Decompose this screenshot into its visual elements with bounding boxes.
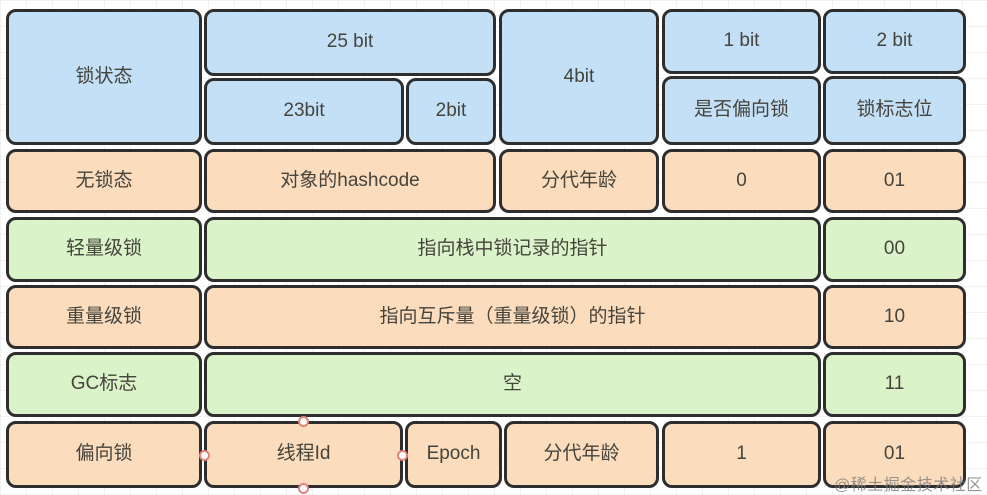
cell-lock-flag-bits: 锁标志位 bbox=[823, 76, 966, 145]
cell-heavyweight-label: 重量级锁 bbox=[6, 285, 202, 349]
cell-2bit-sub: 2bit bbox=[406, 78, 496, 145]
cell-4bit: 4bit bbox=[499, 9, 659, 145]
cell-heavyweight-flag: 10 bbox=[823, 285, 966, 349]
cell-gen-age-nolock: 分代年龄 bbox=[499, 149, 659, 213]
cell-1bit: 1 bit bbox=[662, 9, 821, 74]
cell-gc-label: GC标志 bbox=[6, 352, 202, 417]
cell-gc-empty: 空 bbox=[204, 352, 821, 417]
cell-nolock-flag: 01 bbox=[823, 149, 966, 213]
cell-lightweight-pointer: 指向栈中锁记录的指针 bbox=[204, 217, 821, 282]
selection-handle-top bbox=[298, 416, 309, 427]
cell-epoch: Epoch bbox=[405, 421, 502, 488]
cell-thread-id: 线程Id bbox=[204, 421, 403, 488]
cell-no-lock-label: 无锁态 bbox=[6, 149, 202, 213]
selection-handle-right bbox=[397, 450, 408, 461]
cell-is-biased-lock: 是否偏向锁 bbox=[662, 76, 821, 145]
cell-gen-age-biased: 分代年龄 bbox=[504, 421, 659, 488]
cell-25bit: 25 bit bbox=[204, 9, 496, 76]
cell-lightweight-label: 轻量级锁 bbox=[6, 217, 202, 282]
cell-2bit: 2 bit bbox=[823, 9, 966, 74]
selection-handle-left bbox=[199, 450, 210, 461]
cell-biased-bit: 1 bbox=[662, 421, 821, 488]
cell-object-hashcode: 对象的hashcode bbox=[204, 149, 496, 213]
cell-lock-state: 锁状态 bbox=[6, 9, 202, 145]
cell-nolock-biased-bit: 0 bbox=[662, 149, 821, 213]
cell-biased-label: 偏向锁 bbox=[6, 421, 202, 488]
cell-lightweight-flag: 00 bbox=[823, 217, 966, 282]
cell-23bit: 23bit bbox=[204, 78, 404, 145]
selection-handle-bottom bbox=[298, 483, 309, 494]
watermark: @稀土掘金技术社区 bbox=[834, 477, 983, 494]
cell-biased-flag: 01 bbox=[823, 421, 966, 488]
cell-gc-flag: 11 bbox=[823, 352, 966, 417]
cell-heavyweight-pointer: 指向互斥量（重量级锁）的指针 bbox=[204, 285, 821, 349]
